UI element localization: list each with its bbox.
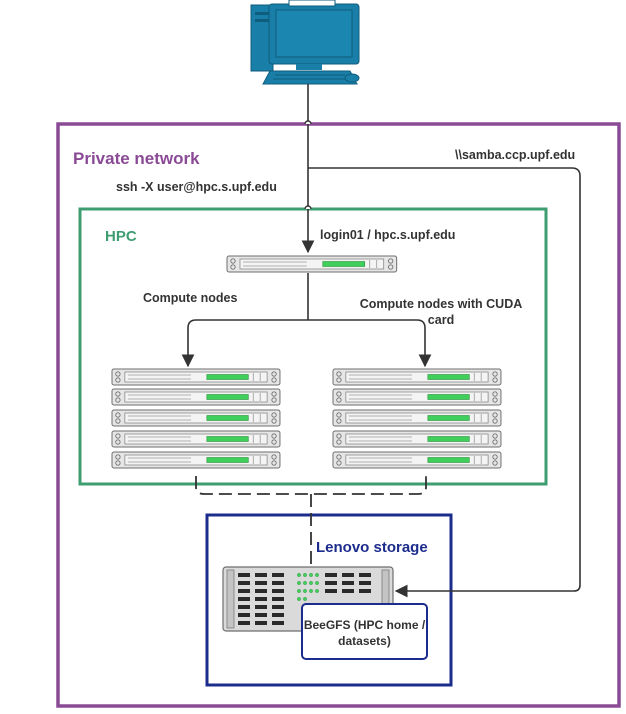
compute-node xyxy=(111,409,281,427)
cuda-nodes-label: Compute nodes with CUDA card xyxy=(359,297,523,327)
hpc-boundary xyxy=(78,207,548,486)
desktop-computer-icon xyxy=(250,0,360,85)
cuda-node xyxy=(332,430,502,448)
compute-node-group xyxy=(111,368,281,469)
ssh-command-label: ssh -X user@hpc.s.upf.edu xyxy=(116,180,277,194)
cuda-node-group xyxy=(332,368,502,469)
crossing-hop xyxy=(304,120,312,125)
hpc-label: HPC xyxy=(105,228,137,245)
compute-node xyxy=(111,430,281,448)
compute-connector xyxy=(181,319,308,368)
private-network-boundary xyxy=(56,122,621,708)
beegfs-label: BeeGFS (HPC home / datasets) xyxy=(303,618,426,648)
compute-node xyxy=(111,388,281,406)
connectors xyxy=(181,84,581,598)
crossing-hop xyxy=(304,205,312,210)
samba-path-label: \\samba.ccp.upf.edu xyxy=(455,148,576,162)
compute-node xyxy=(111,451,281,469)
cuda-node xyxy=(332,388,502,406)
login-node-label: login01 / hpc.s.upf.edu xyxy=(320,228,456,242)
samba-connector xyxy=(308,167,581,598)
lenovo-storage-label: Lenovo storage xyxy=(316,539,428,556)
storage-dashed-connector xyxy=(195,476,427,575)
private-network-label: Private network xyxy=(73,149,200,168)
cuda-node xyxy=(332,409,502,427)
compute-node xyxy=(111,368,281,386)
cuda-connector xyxy=(308,319,432,368)
compute-nodes-label: Compute nodes xyxy=(143,291,238,305)
cuda-node xyxy=(332,368,502,386)
beegfs-callout: BeeGFS (HPC home / datasets) xyxy=(301,603,428,660)
login-server xyxy=(226,255,398,273)
storage-boundary xyxy=(205,513,453,687)
cuda-node xyxy=(332,451,502,469)
